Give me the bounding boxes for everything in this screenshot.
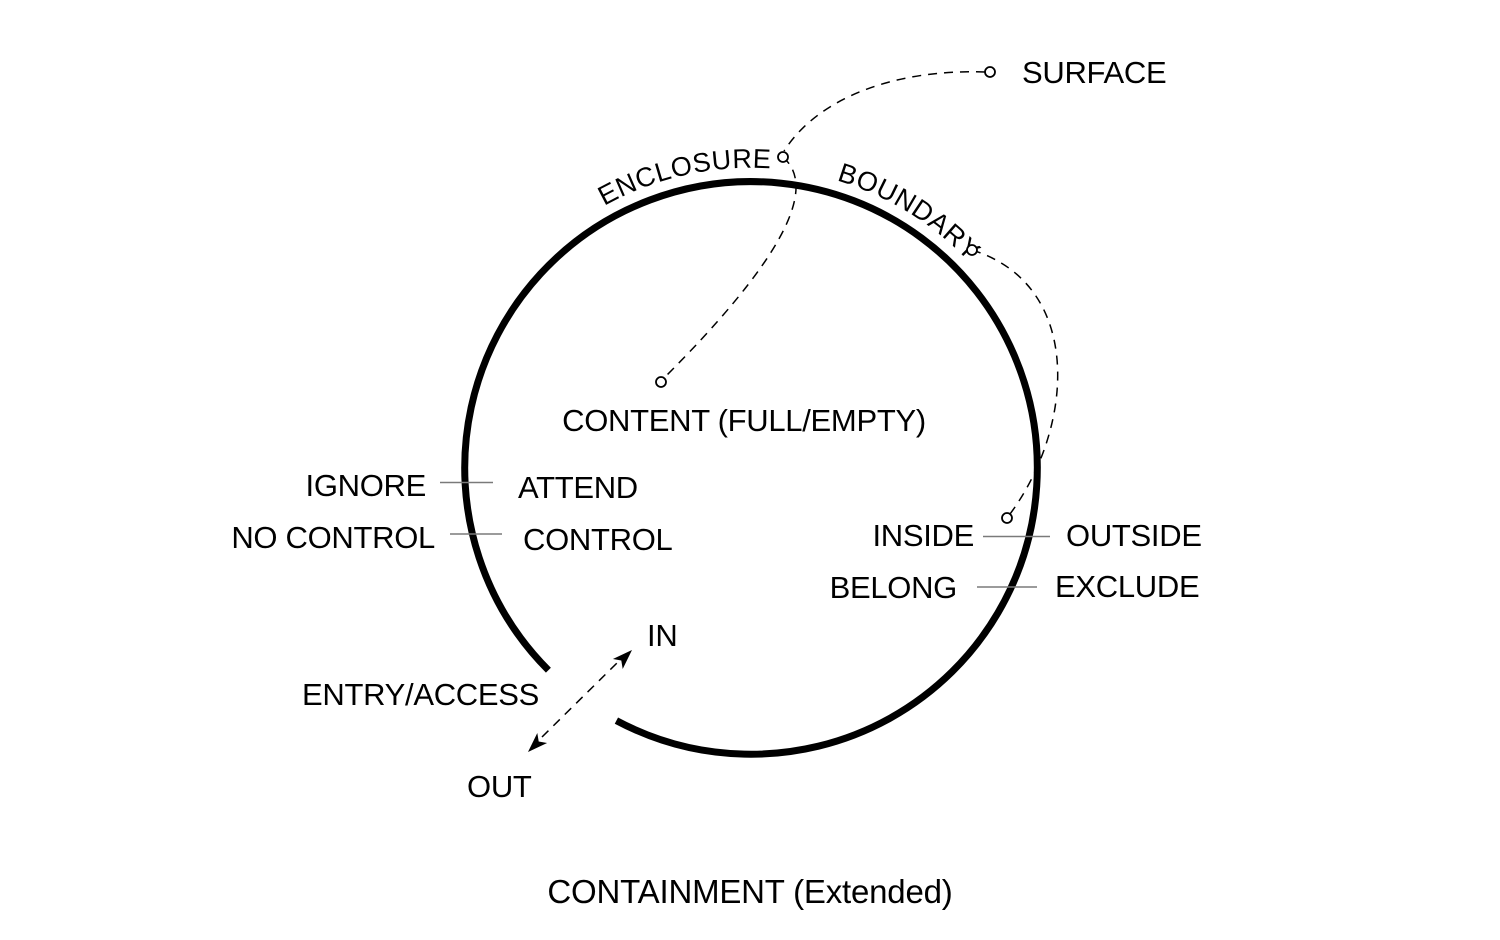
arrow-head-in — [612, 650, 632, 669]
label-attend: ATTEND — [518, 470, 638, 505]
boundary-callout-curve — [971, 249, 1059, 519]
arc-label-enclosure: ENCLOSURE — [593, 144, 771, 212]
label-in: IN — [647, 618, 677, 653]
inside-marker — [1001, 512, 1013, 524]
label-control: CONTROL — [523, 522, 673, 557]
label-belong: BELONG — [830, 570, 957, 605]
arc-label-enclosure-text: ENCLOSURE — [593, 144, 772, 212]
boundary-circle — [461, 178, 1041, 758]
arc-label-boundary: BOUNDARY — [835, 157, 986, 266]
label-inside: INSIDE — [872, 518, 974, 553]
content-callout-line — [660, 156, 797, 382]
in-out-arrow-line — [541, 662, 618, 738]
label-content: CONTENT (FULL/EMPTY) — [562, 403, 926, 438]
top-marker — [777, 151, 789, 163]
arc-label-boundary-text: BOUNDARY — [835, 157, 986, 266]
surface-marker — [984, 66, 996, 78]
label-out: OUT — [467, 769, 532, 804]
label-outside: OUTSIDE — [1066, 518, 1202, 553]
diagram-title: CONTAINMENT (Extended) — [547, 873, 952, 910]
arrow-head-out — [528, 733, 548, 752]
boundary-marker — [966, 244, 978, 256]
label-ignore: IGNORE — [306, 468, 427, 503]
surface-callout-curve — [783, 71, 986, 152]
label-no-control: NO CONTROL — [231, 520, 435, 555]
label-entry-access: ENTRY/ACCESS — [302, 677, 539, 712]
content-marker — [655, 376, 667, 388]
label-surface: SURFACE — [1022, 55, 1166, 90]
label-exclude: EXCLUDE — [1055, 569, 1199, 604]
